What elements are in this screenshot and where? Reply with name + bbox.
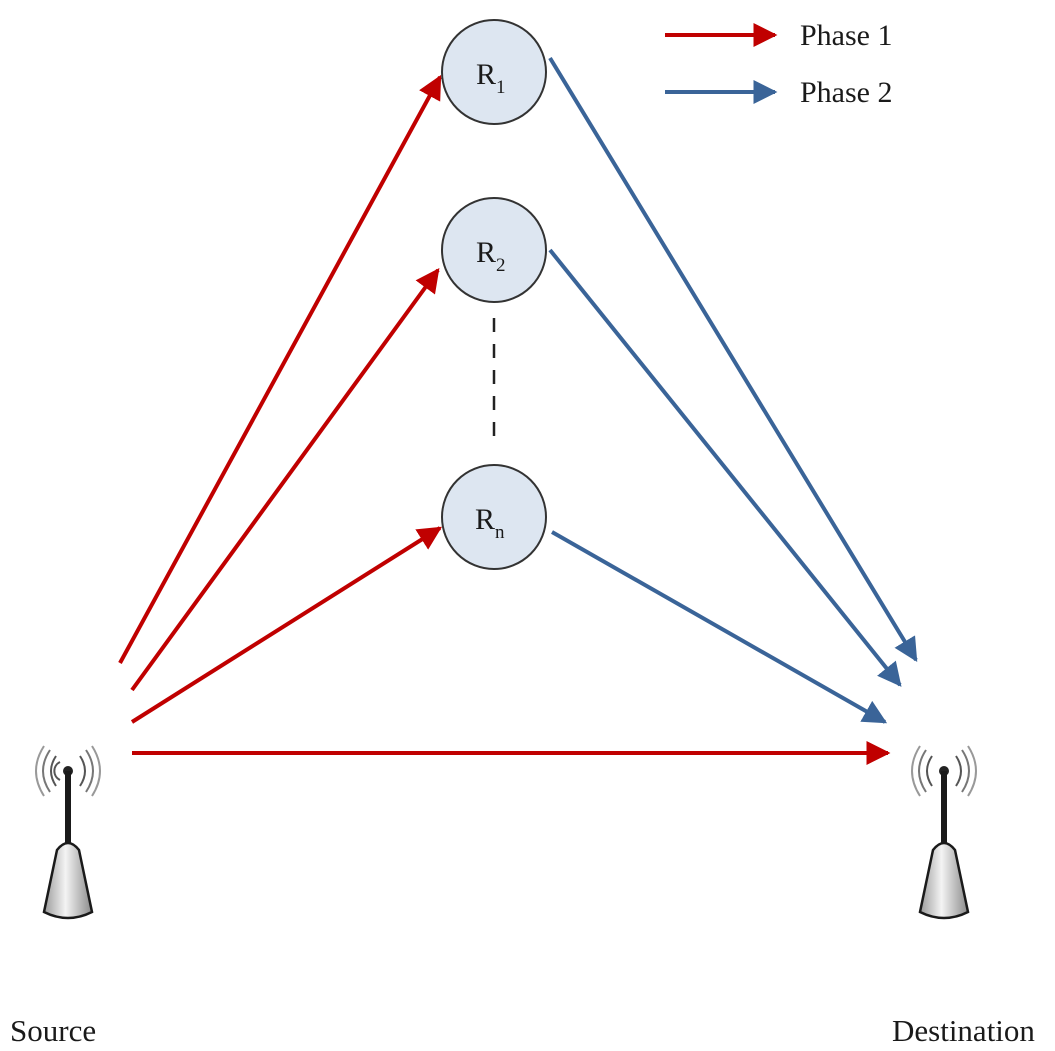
phase2-links (548, 56, 918, 724)
relay-r1-label: R1 (476, 58, 506, 98)
destination-node: Destination (892, 745, 1035, 1048)
source-to-r2-arrow (130, 268, 440, 692)
source-to-r1-arrow (118, 74, 442, 664)
relay-r2-circle (441, 197, 547, 303)
relay-rn-circle (441, 464, 547, 570)
destination-antenna-icon (911, 745, 977, 920)
phase1-links (118, 74, 891, 765)
legend-phase2-label: Phase 2 (800, 76, 893, 109)
source-antenna-icon (35, 745, 101, 920)
relay-r1: R1 (441, 19, 547, 125)
relay-rn: Rn (441, 464, 547, 570)
relay-r2: R2 (441, 197, 547, 303)
source-to-rn-arrow (130, 526, 443, 724)
relay-rn-label: Rn (475, 503, 505, 543)
destination-label: Destination (892, 1013, 1035, 1048)
relay-r1-circle (441, 19, 547, 125)
rn-to-destination-arrow (551, 530, 888, 724)
legend: Phase 1 Phase 2 (665, 19, 893, 109)
legend-phase1-label: Phase 1 (800, 19, 893, 52)
r1-to-destination-arrow (548, 56, 918, 663)
source-node: Source (10, 745, 101, 1048)
r2-to-destination-arrow (548, 248, 902, 687)
relay-r2-label: R2 (476, 236, 506, 276)
source-label: Source (10, 1013, 96, 1048)
